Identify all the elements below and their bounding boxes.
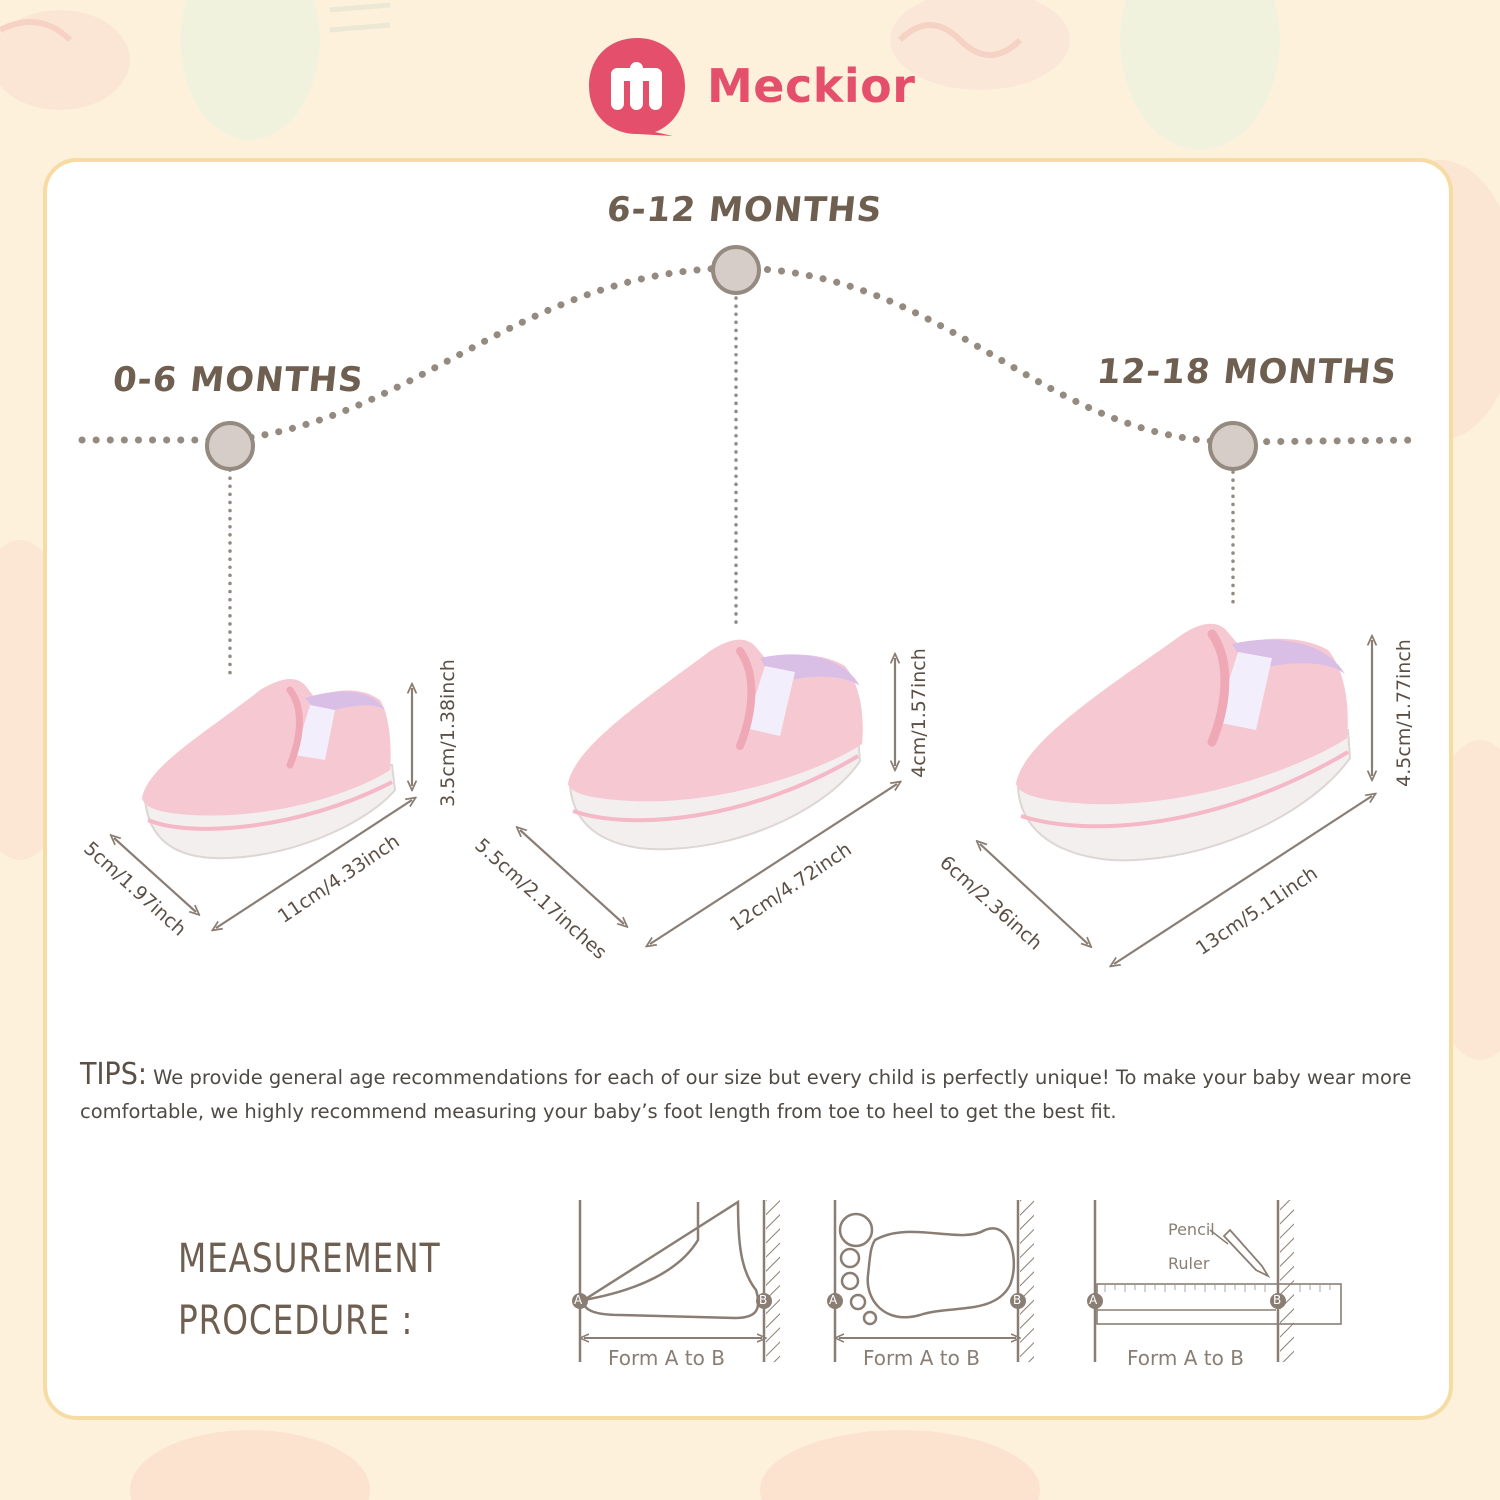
step2-point-a: A [829, 1293, 838, 1307]
procedure-title: MEASUREMENT PROCEDURE : [178, 1228, 440, 1352]
tips-section: TIPS: We provide general age recommendat… [80, 1058, 1440, 1129]
age-label-0-6: 0-6 MONTHS [110, 360, 366, 400]
shoe-medium [568, 639, 863, 851]
step1-point-a: A [574, 1293, 583, 1307]
shoe-medium-height: 4cm/1.57inch [907, 648, 930, 778]
step1-point-b: B [759, 1293, 768, 1307]
age-label-6-12: 6-12 MONTHS [604, 190, 885, 230]
tips-heading: TIPS: [80, 1057, 147, 1092]
age-label-12-18: 12-18 MONTHS [1094, 352, 1400, 392]
procedure-title-line2: PROCEDURE : [178, 1298, 414, 1344]
step3-point-a: A [1089, 1293, 1098, 1307]
shoe-large [1016, 623, 1352, 862]
procedure-title-line1: MEASUREMENT [178, 1236, 441, 1282]
shoe-small-height: 3.5cm/1.38inch [436, 659, 459, 807]
brand-header: Meckior [585, 34, 915, 138]
meckior-logo-icon [589, 38, 685, 136]
step3-point-b: B [1273, 1293, 1282, 1307]
tips-text: We provide general age recommendations f… [80, 1066, 1412, 1123]
step2-caption: Form A to B [863, 1346, 980, 1370]
shoe-large-height: 4.5cm/1.77inch [1392, 639, 1415, 787]
step3-caption: Form A to B [1127, 1346, 1244, 1370]
brand-name: Meckior [707, 59, 916, 113]
step1-caption: Form A to B [608, 1346, 725, 1370]
shoe-small [142, 678, 397, 860]
ruler-label: Ruler [1168, 1254, 1210, 1273]
step2-point-b: B [1013, 1293, 1022, 1307]
pencil-label: Pencil [1168, 1220, 1215, 1239]
